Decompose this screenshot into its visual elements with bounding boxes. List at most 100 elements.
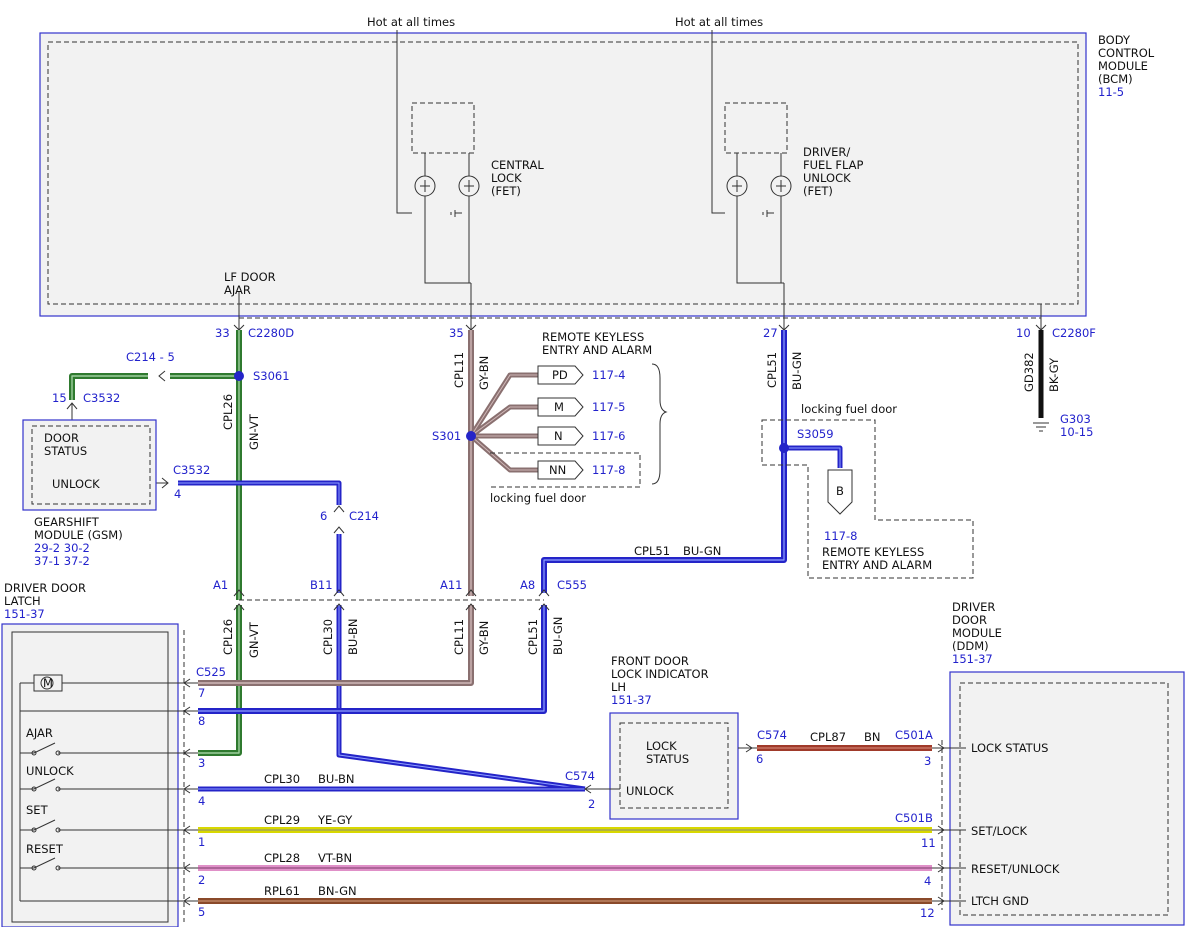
pin-4-gsm[interactable]: 4: [174, 487, 181, 501]
pin-6[interactable]: 6: [320, 509, 327, 523]
pin-2[interactable]: 2: [198, 873, 205, 887]
gsm-refs-1[interactable]: 29-2 30-2: [34, 541, 90, 555]
ground-g303[interactable]: G303: [1060, 412, 1091, 426]
wire-label-cpl30-b: CPL30: [321, 619, 335, 655]
gsm-title-1: GEARSHIFT: [34, 515, 100, 529]
splice-s3059-label[interactable]: S3059: [797, 427, 834, 441]
wire-label-cpl30-h: CPL30: [264, 772, 300, 786]
connector-nn[interactable]: [537, 460, 584, 480]
connector-nn-ref[interactable]: 117-8: [592, 463, 625, 477]
connector-c501a[interactable]: C501A: [895, 728, 933, 742]
ddm-title-1: DRIVER: [952, 600, 995, 614]
front-door-lock-indicator: FRONT DOOR LOCK INDICATOR LH 151-37 LOCK…: [584, 654, 757, 820]
connector-pd-ref[interactable]: 117-4: [592, 368, 625, 382]
connector-c214-5[interactable]: C214 - 5: [126, 350, 175, 364]
central-lock-label-3: (FET): [491, 184, 521, 198]
connector-c525[interactable]: C525: [196, 665, 226, 679]
connector-m-ref[interactable]: 117-5: [592, 400, 625, 414]
pin-a1[interactable]: A1: [213, 578, 228, 592]
locking-fuel-door-label-2: locking fuel door: [801, 402, 897, 416]
connector-n[interactable]: [537, 426, 584, 446]
pin-a8[interactable]: A8: [520, 578, 535, 592]
connector-m[interactable]: [537, 397, 584, 417]
ddl-ref[interactable]: 151-37: [4, 607, 45, 621]
fdli-lock-label: LOCK: [646, 739, 677, 753]
wire-label-cpl87: CPL87: [810, 730, 846, 744]
bcm-inner-box: [47, 41, 1079, 305]
motor-label: M: [43, 676, 53, 690]
splice-s3061[interactable]: [234, 371, 244, 381]
pin-7[interactable]: 7: [198, 686, 205, 700]
pin-27[interactable]: 27: [763, 326, 778, 340]
pin-5[interactable]: 5: [198, 905, 205, 919]
wire-gsm-unlock-bu-bn: [178, 480, 342, 505]
ddl-title-1: DRIVER DOOR: [4, 581, 86, 595]
hot-label-right: Hot at all times: [675, 15, 763, 29]
pin-3-c501a[interactable]: 3: [924, 754, 931, 768]
pin-1[interactable]: 1: [198, 835, 205, 849]
splice-s3061-label[interactable]: S3061: [253, 369, 290, 383]
wire-label-gn-vt-b: GN-VT: [247, 621, 261, 658]
fdli-status-label: STATUS: [646, 752, 689, 766]
wire-label-bu-bn-h: BU-BN: [318, 772, 355, 786]
switch-set: SET: [26, 803, 49, 817]
splice-s301-label[interactable]: S301: [432, 429, 461, 443]
wire-label-gy-bn: GY-BN: [477, 356, 491, 390]
connector-c214[interactable]: C214: [349, 509, 379, 523]
pin-10[interactable]: 10: [1016, 326, 1031, 340]
connector-c555[interactable]: C555: [557, 578, 587, 592]
gsm-refs-2[interactable]: 37-1 37-2: [34, 554, 90, 568]
fdli-ref[interactable]: 151-37: [611, 693, 652, 707]
pin-4-c501b[interactable]: 4: [924, 874, 931, 888]
driver-door-module: DRIVER DOOR MODULE (DDM) 151-37 LOCK STA…: [932, 600, 1185, 926]
fdli-title-3: LH: [611, 680, 626, 694]
locking-fuel-door-box-2: [761, 419, 974, 579]
splice-s3059[interactable]: [779, 443, 789, 453]
connector-m-label: M: [554, 400, 564, 414]
rke-connector-group: REMOTE KEYLESS ENTRY AND ALARM PD 117-4 …: [490, 330, 668, 505]
ddm-pin-set-lock: SET/LOCK: [971, 824, 1028, 838]
connector-c2280f[interactable]: C2280F: [1052, 326, 1096, 340]
connector-n-ref[interactable]: 117-6: [592, 429, 625, 443]
wire-label-bn-gn: BN-GN: [318, 884, 357, 898]
driver-door-latch: DRIVER DOOR LATCH 151-37 M AJAR UNLOCK S…: [1, 581, 198, 927]
wire-label-cpl26-b: CPL26: [221, 619, 235, 655]
pin-4[interactable]: 4: [198, 794, 205, 808]
connector-c3532-b[interactable]: C3532: [173, 463, 210, 477]
connector-c574-a[interactable]: C574: [565, 769, 595, 783]
pin-11[interactable]: 11: [921, 836, 936, 850]
connector-c2280d[interactable]: C2280D: [248, 326, 294, 340]
ground-icon: [1033, 422, 1049, 432]
connector-pd-label: PD: [552, 368, 568, 382]
wire-label-gy-bn-b: GY-BN: [477, 621, 491, 655]
connector-b[interactable]: [827, 469, 853, 515]
gsm-door-label: DOOR: [44, 431, 79, 445]
splice-s301[interactable]: [466, 431, 476, 441]
pin-33[interactable]: 33: [215, 326, 230, 340]
connector-c574-b[interactable]: C574: [757, 728, 787, 742]
pin-a11[interactable]: A11: [440, 578, 463, 592]
fdli-unlock-label: UNLOCK: [626, 784, 674, 798]
connector-nn-label: NN: [549, 463, 566, 477]
wire-label-cpl51-c: CPL51: [526, 619, 540, 655]
pin-3[interactable]: 3: [198, 756, 205, 770]
ddm-ref[interactable]: 151-37: [952, 652, 993, 666]
gsm-module: DOOR STATUS UNLOCK GEARSHIFT MODULE (GSM…: [22, 419, 157, 568]
connector-pd[interactable]: [537, 365, 584, 385]
bcm-ref[interactable]: 11-5: [1098, 85, 1124, 99]
pin-6-c574[interactable]: 6: [756, 752, 763, 766]
connector-b-ref[interactable]: 117-8: [824, 529, 857, 543]
connector-c3532[interactable]: C3532: [83, 391, 120, 405]
ground-g303-ref[interactable]: 10-15: [1060, 425, 1093, 439]
pin-b11[interactable]: B11: [310, 578, 333, 592]
pin-2-c574[interactable]: 2: [588, 797, 595, 811]
pin-35[interactable]: 35: [449, 326, 464, 340]
pin-12[interactable]: 12: [920, 906, 935, 920]
fdli-inner-box: [619, 722, 729, 809]
bcm-module: BODY CONTROL MODULE (BCM) 11-5: [39, 32, 1155, 317]
pin-8[interactable]: 8: [198, 714, 205, 728]
connector-c501b[interactable]: C501B: [895, 811, 933, 825]
wire-label-cpl28: CPL28: [264, 851, 300, 865]
pin-15[interactable]: 15: [52, 391, 67, 405]
driver-unlock-label-4: (FET): [803, 184, 833, 198]
